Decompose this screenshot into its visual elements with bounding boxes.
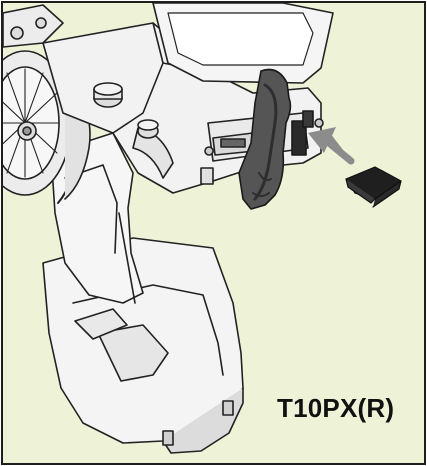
transmitter-illustration xyxy=(3,3,402,454)
grip-cover xyxy=(238,68,292,210)
dial-knob xyxy=(93,82,123,108)
model-label: T10PX(R) xyxy=(277,393,395,423)
insert-arrow-icon xyxy=(308,127,355,165)
card-slot xyxy=(291,120,307,156)
microsd-card-icon xyxy=(345,166,402,208)
